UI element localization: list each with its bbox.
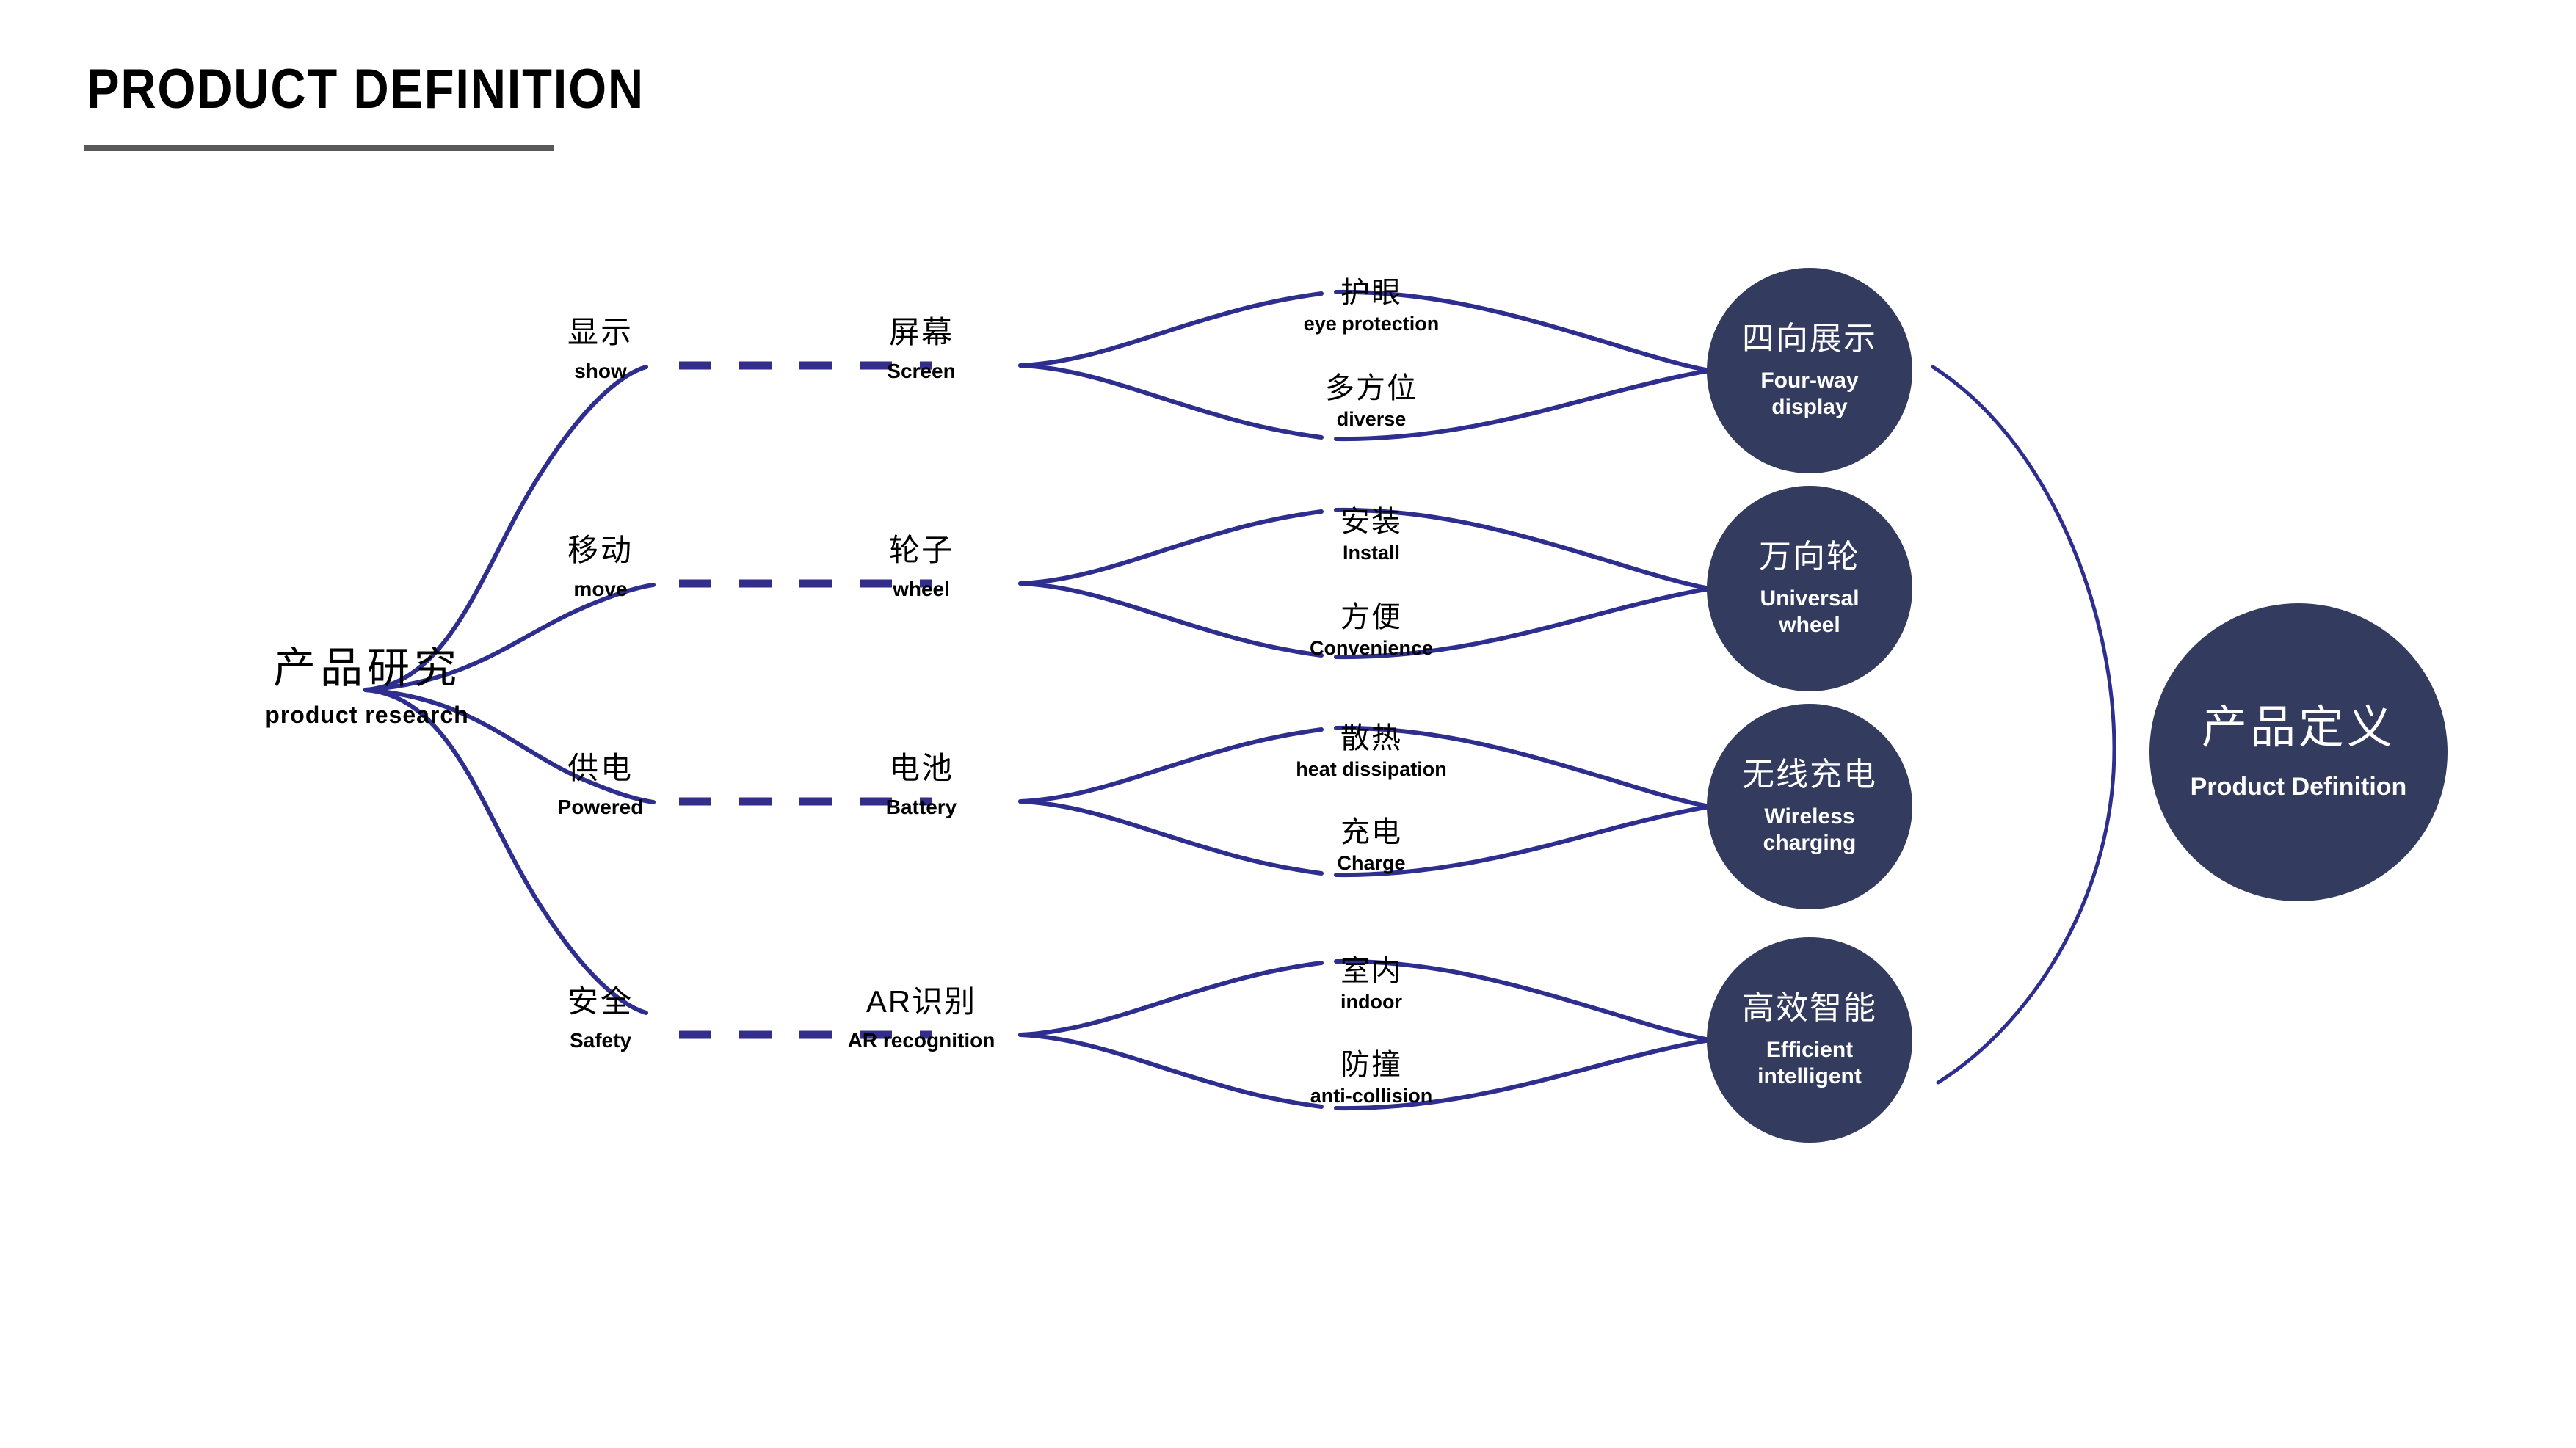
level1-safety-cn: 安全	[567, 984, 634, 1019]
level1-node-powered: 供电 Powered	[476, 752, 725, 819]
result-efficient-intelligent-cn: 高效智能	[1742, 990, 1877, 1027]
level2-wheel-cn: 轮子	[888, 533, 954, 567]
result-four-way-display-en-line1: Four-way	[1760, 368, 1859, 393]
root-curve-2	[363, 583, 656, 692]
level2-node-wheel: 轮子 wheel	[767, 534, 1075, 601]
level1-node-safety: 安全 Safety	[476, 985, 725, 1052]
final-circle-product-definition[interactable]: 产品定义 Product Definition	[2149, 603, 2448, 901]
level1-move-cn: 移动	[567, 533, 634, 567]
row4-merge-top	[1334, 958, 1713, 1042]
results-outer-arc	[1931, 365, 2116, 1085]
level2-battery-cn: 电池	[888, 751, 954, 785]
result-four-way-display-en: Four-way display	[1760, 368, 1858, 421]
row3-merge-bottom	[1334, 804, 1713, 878]
result-circle-efficient-intelligent[interactable]: 高效智能 Efficient intelligent	[1707, 937, 1912, 1143]
row4-split-bottom	[1018, 1033, 1324, 1109]
leaf-heat-dissipation-cn: 散热	[1340, 722, 1402, 754]
level1-show-cn: 显示	[567, 315, 634, 349]
level1-show-en: show	[574, 360, 627, 383]
page-title: PRODUCT DEFINITION	[87, 62, 721, 117]
row2-merge-top	[1334, 507, 1713, 591]
leaf-diverse-cn: 多方位	[1325, 372, 1418, 404]
result-efficient-intelligent-en-line2: intelligent	[1757, 1063, 1862, 1088]
leaf-charge-en: Charge	[1337, 852, 1406, 875]
leaf-charge-cn: 充电	[1340, 816, 1402, 848]
level2-screen-en: Screen	[887, 360, 956, 383]
result-efficient-intelligent-en: Efficient intelligent	[1757, 1037, 1862, 1090]
row2-merge-bottom	[1334, 586, 1713, 660]
result-circle-wireless-charging[interactable]: 无线充电 Wireless charging	[1707, 704, 1912, 909]
level2-node-battery: 电池 Battery	[767, 752, 1075, 819]
final-circle-en: Product Definition	[2190, 773, 2407, 801]
leaf-node-heat-dissipation: 散热 heat dissipation	[1180, 722, 1562, 781]
level1-node-show: 显示 show	[476, 316, 725, 383]
root-node-cn: 产品研究	[272, 644, 461, 692]
leaf-heat-dissipation-en: heat dissipation	[1296, 758, 1447, 781]
root-curve-3	[363, 688, 656, 804]
result-efficient-intelligent-en-line1: Efficient	[1766, 1037, 1854, 1062]
level1-safety-en: Safety	[569, 1029, 632, 1052]
root-node-en: product research	[265, 701, 469, 728]
page-title-text: PRODUCT DEFINITION	[87, 58, 645, 120]
level1-node-move: 移动 move	[476, 534, 725, 601]
leaf-indoor-en: indoor	[1340, 991, 1402, 1014]
result-universal-wheel-en-line1: Universal	[1760, 586, 1860, 611]
result-four-way-display-cn: 四向展示	[1742, 321, 1877, 357]
leaf-node-eye-protection: 护眼 eye protection	[1180, 277, 1562, 335]
leaf-convenience-cn: 方便	[1340, 601, 1402, 633]
result-circle-four-way-display[interactable]: 四向展示 Four-way display	[1707, 268, 1912, 473]
level2-screen-cn: 屏幕	[888, 315, 954, 349]
level2-battery-en: Battery	[885, 796, 957, 819]
row1-split-top	[1018, 291, 1324, 368]
row3-merge-top	[1334, 725, 1713, 809]
level2-ar-recognition-en: AR recognition	[847, 1029, 995, 1052]
level1-powered-en: Powered	[557, 796, 644, 819]
result-wireless-charging-cn: 无线充电	[1742, 757, 1877, 793]
row3-split-bottom	[1018, 799, 1324, 876]
level2-node-ar-recognition: AR识别 AR recognition	[767, 985, 1075, 1052]
row1-merge-top	[1334, 289, 1713, 373]
leaf-install-en: Install	[1342, 542, 1401, 564]
leaf-convenience-en: Convenience	[1309, 637, 1434, 660]
level2-ar-recognition-cn: AR识别	[866, 984, 977, 1019]
level1-move-en: move	[573, 578, 628, 601]
leaf-node-diverse: 多方位 diverse	[1180, 372, 1562, 431]
row2-split-bottom	[1018, 581, 1324, 658]
result-wireless-charging-en-line2: charging	[1763, 830, 1857, 855]
result-four-way-display-en-line2: display	[1771, 394, 1848, 419]
leaf-node-charge: 充电 Charge	[1180, 816, 1562, 875]
row3-split-top	[1018, 727, 1324, 804]
row2-split-top	[1018, 509, 1324, 586]
title-underline-rule	[84, 145, 554, 151]
leaf-eye-protection-cn: 护眼	[1340, 277, 1402, 309]
leaf-node-anti-collision: 防撞 anti-collision	[1180, 1049, 1562, 1107]
result-universal-wheel-cn: 万向轮	[1759, 539, 1860, 575]
level2-node-screen: 屏幕 Screen	[767, 316, 1075, 383]
root-curve-4	[363, 688, 648, 1015]
leaf-anti-collision-cn: 防撞	[1340, 1049, 1402, 1081]
row1-split-bottom	[1018, 363, 1324, 440]
leaf-node-install: 安装 Install	[1180, 506, 1562, 564]
level2-wheel-en: wheel	[893, 578, 950, 601]
row4-merge-bottom	[1334, 1038, 1713, 1111]
leaf-install-cn: 安装	[1340, 506, 1402, 538]
leaf-eye-protection-en: eye protection	[1303, 313, 1440, 335]
result-wireless-charging-en: Wireless charging	[1763, 804, 1857, 856]
root-curve-1	[363, 365, 648, 692]
final-circle-cn: 产品定义	[2201, 702, 2395, 753]
leaf-diverse-en: diverse	[1336, 408, 1407, 431]
result-circle-universal-wheel[interactable]: 万向轮 Universal wheel	[1707, 486, 1912, 691]
root-node: 产品研究 product research	[0, 644, 734, 728]
row4-split-top	[1018, 961, 1324, 1037]
level1-powered-cn: 供电	[567, 751, 634, 785]
leaf-indoor-cn: 室内	[1340, 955, 1402, 987]
result-universal-wheel-en: Universal wheel	[1760, 586, 1859, 638]
result-wireless-charging-en-line1: Wireless	[1764, 804, 1855, 829]
leaf-anti-collision-en: anti-collision	[1310, 1085, 1433, 1107]
result-universal-wheel-en-line2: wheel	[1779, 612, 1840, 637]
leaf-node-indoor: 室内 indoor	[1180, 955, 1562, 1014]
leaf-node-convenience: 方便 Convenience	[1180, 601, 1562, 660]
row1-merge-bottom	[1334, 368, 1713, 442]
